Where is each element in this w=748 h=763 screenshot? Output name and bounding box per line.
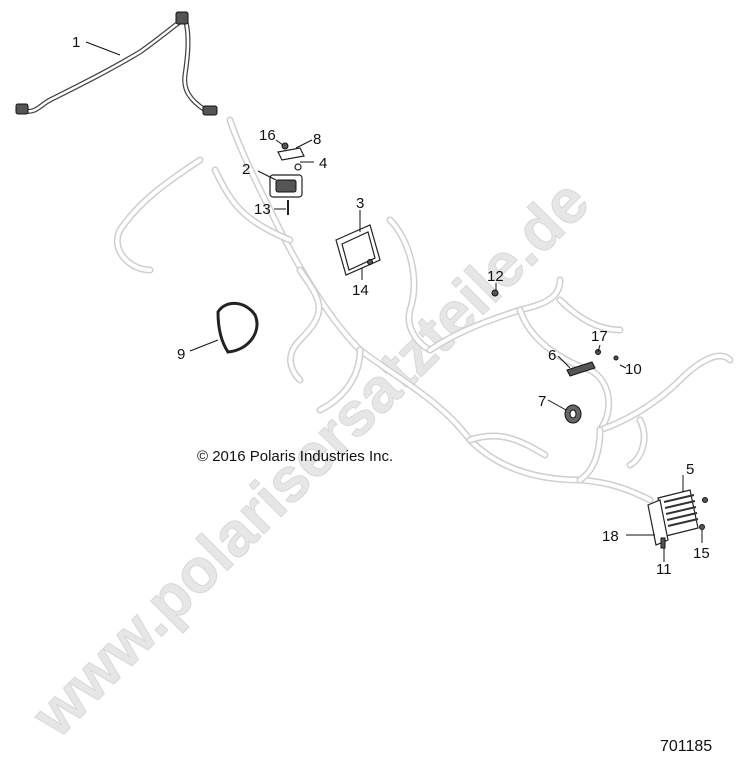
leader-lines [85,41,703,562]
callout-2: 2 [242,161,250,178]
callout-1: 1 [72,34,80,51]
callout-9: 9 [177,346,185,363]
callout-12: 12 [487,268,504,285]
callout-16: 16 [259,127,276,144]
copyright-notice: © 2016 Polaris Industries Inc. [197,448,393,465]
callout-11: 11 [656,561,672,578]
callout-labels: 1 2 3 4 5 6 7 8 9 10 11 12 13 14 15 16 1… [72,34,710,578]
part-5-regulator [647,489,708,549]
part-9-strap [216,301,259,354]
main-wiring-harness [113,116,734,504]
part-2-relay-block [269,174,303,198]
callout-4: 4 [319,155,327,172]
callout-15: 15 [693,545,710,562]
document-number: 701185 [660,738,712,755]
part-7-grommet [564,404,582,424]
callout-8: 8 [313,131,321,148]
callout-14: 14 [352,282,369,299]
callout-5: 5 [686,461,694,478]
part-6-bracket [566,349,619,377]
callout-10: 10 [625,361,642,378]
callout-13: 13 [254,201,271,218]
part-12-clip [491,289,499,297]
callout-7: 7 [538,393,546,410]
callout-6: 6 [548,347,556,364]
callout-18: 18 [602,528,619,545]
callout-17: 17 [591,328,608,345]
part-8-bracket [277,142,305,171]
callout-3: 3 [356,195,364,212]
part-3-ecu [335,224,381,276]
part-1-harness [15,11,218,116]
